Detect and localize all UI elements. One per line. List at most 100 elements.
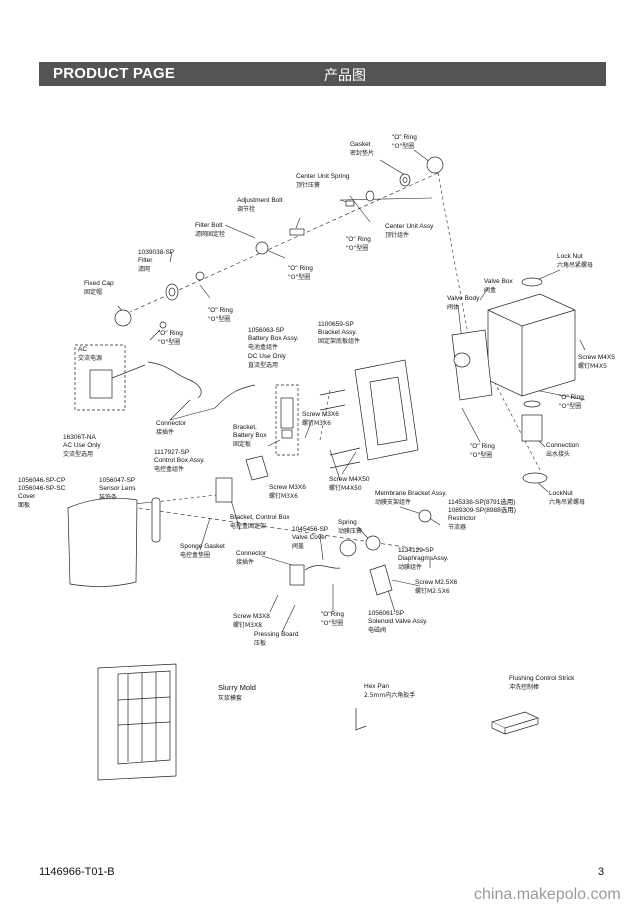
label-pressing-board: Pressing Board [254, 631, 299, 638]
label-oring-6-cn: "O"型圈 [470, 451, 492, 459]
label-oring-2: "O" Ring [346, 236, 371, 243]
label-center-unit-assy: Center Unit Assy [385, 223, 434, 230]
label-restrictor: Restrictor [448, 515, 477, 522]
label-valve-cover-pn: 1045456-SP [292, 526, 328, 533]
label-cover-pn1: 1056046-SP-CP [18, 477, 65, 484]
document-number: 1146966-T01-B [39, 866, 115, 878]
label-center-unit-spring: Center Unit Spring [296, 173, 350, 180]
label-control-box-pn: 1117927-SP [154, 449, 189, 456]
label-ac-use-only: AC Use Only [63, 442, 101, 449]
label-diaphragm-pn: 1134129-SP [398, 547, 434, 554]
label-oring-4: "O" Ring [208, 307, 233, 314]
label-diaphragm-cn: 动膜组件 [398, 563, 422, 571]
label-screw-m3x6-cn: 螺钉M3X6 [302, 419, 331, 427]
label-valve-body: Valve Body [447, 295, 480, 302]
label-pressing-board-cn: 压板 [254, 639, 266, 647]
label-solenoid-pn: 1056061-SP [368, 610, 404, 617]
label-restrictor-cn: 节流器 [448, 523, 466, 531]
label-screw-m3x6-2-cn: 螺钉M3X6 [269, 492, 298, 500]
label-membrane-bracket-cn: 动膜支架组件 [375, 498, 411, 506]
label-flushing-cn: 冲洗控制棒 [509, 683, 539, 691]
label-solenoid-cn: 电磁阀 [368, 626, 386, 634]
header-bar: PRODUCT PAGE 产品图 [39, 62, 606, 86]
label-bracket-battery-2: Battery Box [233, 432, 267, 439]
label-dc-use-only-cn: 直流型选用 [248, 361, 278, 369]
label-ac-use-only-cn: 交流型选用 [63, 450, 93, 458]
label-sensor-lens: Sensor Lens [99, 485, 136, 492]
label-oring-7: "O" Ring [559, 394, 584, 401]
label-filter-bolt-cn: 滤网固定栓 [195, 230, 225, 238]
label-connector: Connector [156, 420, 187, 427]
label-screw-m4x50-cn: 螺钉M4X50 [329, 484, 362, 492]
label-fixed-cap-cn: 固定帽 [84, 288, 102, 296]
label-dc-use-only: DC Use Only [248, 353, 287, 360]
label-screw-m3x6-2: Screw M3X6 [269, 484, 306, 491]
label-oring-2-cn: "O"型圈 [346, 244, 368, 252]
label-screw-m4x50: Screw M4X50 [329, 476, 370, 483]
label-ac-cn: 交流电源 [78, 354, 102, 362]
label-membrane-bracket: Membrane Bracket Assy. [375, 490, 447, 497]
label-gasket-cn: 密封垫片 [350, 149, 374, 157]
label-spring-cn: 动膜压簧 [338, 527, 362, 535]
label-filter-cn: 滤网 [138, 265, 150, 273]
label-cover: Cover [18, 493, 36, 500]
label-hex-pan: Hex Pan [364, 683, 389, 690]
label-control-box-cn: 电控盒组件 [154, 465, 184, 473]
watermark: china.makepolo.com [474, 886, 621, 903]
label-connection: Connection [546, 442, 579, 449]
label-oring-8: "O"Ring [321, 611, 344, 618]
label-bracket-control-cn: 电控盒固定架 [230, 522, 266, 530]
label-gasket: Gasket [350, 141, 371, 148]
label-valve-cover: Valve Cover [292, 534, 328, 541]
label-cover-pn2: 1056046-SP-SC [18, 485, 66, 492]
label-bracket-battery: Bracket, [233, 424, 257, 431]
label-ac-pn: 16306T-NA [63, 434, 97, 441]
label-slurry-mold: Slurry Mold [218, 683, 256, 692]
label-adjustment-bolt: Adjustment Bolt [237, 197, 283, 204]
label-oring-top-cn: "O"型圈 [392, 142, 414, 150]
label-valve-body-cn: 阀体 [447, 303, 459, 311]
label-sensor-lens-cn: 装饰条 [99, 493, 117, 501]
label-sensor-pn: 1056047-SP [99, 477, 135, 484]
label-bracket-assy: Bracket Assy. [318, 329, 357, 336]
label-valve-cover-cn: 阀盖 [292, 542, 304, 550]
label-bracket-control: Bracket, Control Box [230, 514, 290, 521]
label-connector-2-cn: 接插件 [236, 558, 254, 566]
label-flushing: Flushing Control Strick [509, 675, 575, 682]
label-solenoid: Solenoid Valve Assy. [368, 618, 428, 625]
page-number: 3 [598, 866, 605, 878]
label-lock-nut-2: LockNut [549, 490, 573, 497]
label-screw-m4x5-cn: 螺钉M4X5 [578, 362, 607, 370]
label-filter-pn: 1039038-SP [138, 249, 174, 256]
label-sponge-gasket-cn: 电控盒垫圈 [180, 551, 210, 559]
page-title: PRODUCT PAGE [53, 65, 176, 82]
label-fixed-cap: Fixed Cap [84, 280, 114, 287]
label-lock-nut-cn: 六角吊紧螺母 [557, 261, 593, 269]
label-oring-5-cn: "O"型圈 [158, 338, 180, 346]
label-screw-m3x6: Screw M3X6 [302, 411, 339, 418]
label-lock-nut-2-cn: 六角吊紧螺母 [549, 498, 585, 506]
label-sponge-gasket: Sponge Gasket [180, 543, 225, 550]
label-oring-8-cn: "O"型圈 [321, 619, 343, 627]
label-connector-2: Connector [236, 550, 267, 557]
label-cover-cn: 面板 [18, 501, 30, 509]
label-screw-m4x5: Screw M4X5 [578, 354, 615, 361]
label-restrictor-pn2: 1089309-SP(8988选用) [448, 505, 516, 514]
label-battery-box-cn: 电池盒组件 [248, 343, 278, 351]
label-valve-box: Valve Box [484, 278, 514, 285]
label-battery-box-pn: 1056063-SP [248, 327, 284, 334]
label-screw-m25-cn: 螺钉M2.5X6 [415, 587, 450, 595]
label-screw-m3x8: Screw M3X8 [233, 613, 270, 620]
label-spring: Spring [338, 519, 357, 526]
page-title-chinese: 产品图 [324, 68, 366, 84]
label-diaphragm: DiaphragmsAssy. [398, 555, 449, 562]
label-oring-3-cn: "O"型圈 [288, 273, 310, 281]
label-bracket-assy-cn: 固定架底板组件 [318, 337, 360, 345]
label-filter: Filter [138, 257, 153, 264]
label-oring-4-cn: "O"型圈 [208, 315, 230, 323]
label-restrictor-pn1: 1145338-SP(8791选用) [448, 497, 515, 506]
label-battery-box: Battery Box Assy. [248, 335, 299, 342]
label-oring-3: "O" Ring [288, 265, 313, 272]
label-hex-pan-desc: 2.5mm内六角扳手 [364, 691, 415, 699]
